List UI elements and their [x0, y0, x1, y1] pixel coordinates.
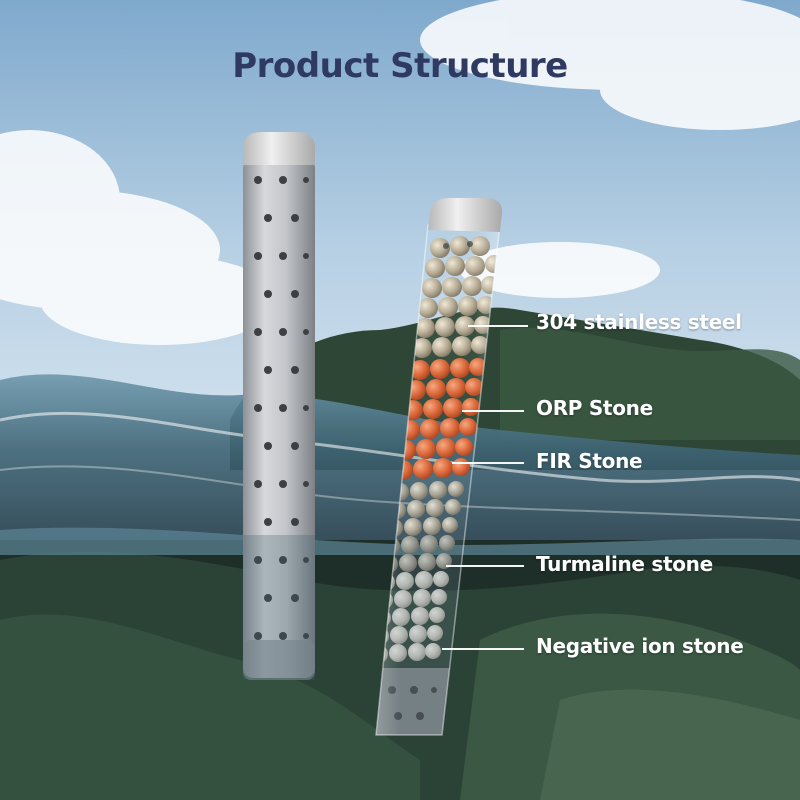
leader-line-fir: [452, 462, 524, 464]
callout-fir-stone: FIR Stone: [536, 449, 643, 473]
stainless-tube-left: [243, 132, 315, 680]
callout-steel: 304 stainless steel: [536, 310, 742, 334]
page-title: Product Structure: [232, 46, 568, 86]
leader-line-negative-ion: [442, 648, 524, 650]
callout-negative-ion-stone: Negative ion stone: [536, 634, 744, 658]
callout-orp-stone: ORP Stone: [536, 396, 653, 420]
leader-line-orp: [462, 410, 524, 412]
leader-line-tourmaline: [446, 565, 524, 567]
callout-tourmaline-stone: Turmaline stone: [536, 552, 713, 576]
leader-line-steel: [468, 325, 528, 327]
